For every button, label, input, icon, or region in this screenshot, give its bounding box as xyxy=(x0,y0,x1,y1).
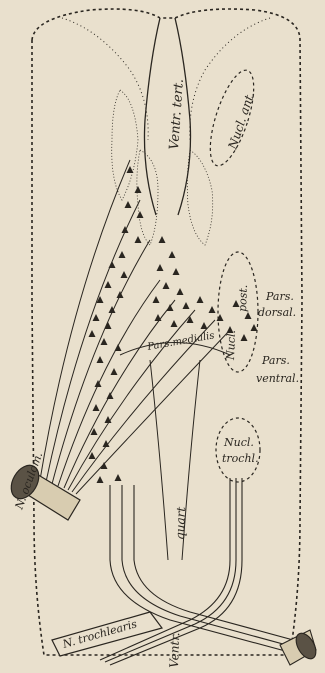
label-nucl-trochl-2: trochl. xyxy=(222,452,259,465)
nerve-cell xyxy=(95,380,102,387)
oculomotor-root xyxy=(6,460,80,520)
nerve-cell xyxy=(173,268,180,275)
label-pars-medialis: Pars.medialis xyxy=(146,330,216,353)
nerve-cell xyxy=(121,271,128,278)
nerve-cell xyxy=(155,314,162,321)
nerve-cell xyxy=(111,368,118,375)
fourth-ventricle-left xyxy=(150,360,168,560)
nerve-cell xyxy=(197,296,204,303)
nerve-cell xyxy=(183,302,190,309)
nerve-cell xyxy=(159,236,166,243)
nerve-cell xyxy=(241,334,248,341)
nerve-cell xyxy=(187,316,194,323)
nerve-cell xyxy=(105,281,112,288)
nerve-cell xyxy=(167,304,174,311)
label-nucl-post-1: Nucl. xyxy=(224,330,238,361)
nerve-cell xyxy=(115,344,122,351)
nerve-cell xyxy=(93,314,100,321)
nucleus-trochlearis-outline xyxy=(216,418,260,482)
label-pars-ventral-1: Pars. xyxy=(261,354,290,367)
nerve-cell xyxy=(105,322,112,329)
label-nucl-trochl-1: Nucl. xyxy=(223,436,254,449)
trochlear-root-right xyxy=(280,630,320,665)
nerve-cell xyxy=(157,264,164,271)
nerve-cell xyxy=(169,251,176,258)
nerve-cell xyxy=(97,476,104,483)
nucleus-anterior-outline xyxy=(201,66,262,171)
nerve-cell xyxy=(163,282,170,289)
nerve-cell xyxy=(209,306,216,313)
nerve-cell xyxy=(201,322,208,329)
nerve-cell xyxy=(115,474,122,481)
nerve-cell xyxy=(101,462,108,469)
brainstem-outline xyxy=(32,9,302,655)
label-nucl-post-2: post. xyxy=(236,284,250,312)
label-nucl-ant: Nucl. ant. xyxy=(225,90,257,152)
nerve-cell xyxy=(109,261,116,268)
label-ventr: Ventr. xyxy=(167,632,182,668)
nerve-cell xyxy=(137,211,144,218)
nerve-cell xyxy=(101,338,108,345)
ventricle-left-ridge xyxy=(62,18,148,140)
label-pars-dorsal-2: dorsal. xyxy=(258,306,296,319)
label-ventr-tert: Ventr. tert. xyxy=(167,78,187,150)
label-pars-dorsal-1: Pars. xyxy=(265,290,294,303)
nerve-cell xyxy=(251,324,258,331)
nerve-cell xyxy=(135,186,142,193)
nerve-cell xyxy=(89,330,96,337)
nerve-cell xyxy=(119,251,126,258)
nerve-cell xyxy=(97,356,104,363)
label-quart: quart xyxy=(173,506,188,540)
right-dotted-nucleus xyxy=(187,150,212,245)
nerve-cell xyxy=(177,288,184,295)
nerve-cell xyxy=(107,392,114,399)
nerve-cell xyxy=(153,296,160,303)
nerve-cell xyxy=(93,404,100,411)
nerve-cell xyxy=(125,201,132,208)
left-dotted-nucleus xyxy=(112,90,158,245)
nerve-cell xyxy=(117,291,124,298)
label-pars-ventral-2: ventral. xyxy=(256,372,299,385)
nerve-cell xyxy=(135,236,142,243)
nerve-cell xyxy=(171,320,178,327)
ventricle-right-ridge xyxy=(190,18,270,140)
